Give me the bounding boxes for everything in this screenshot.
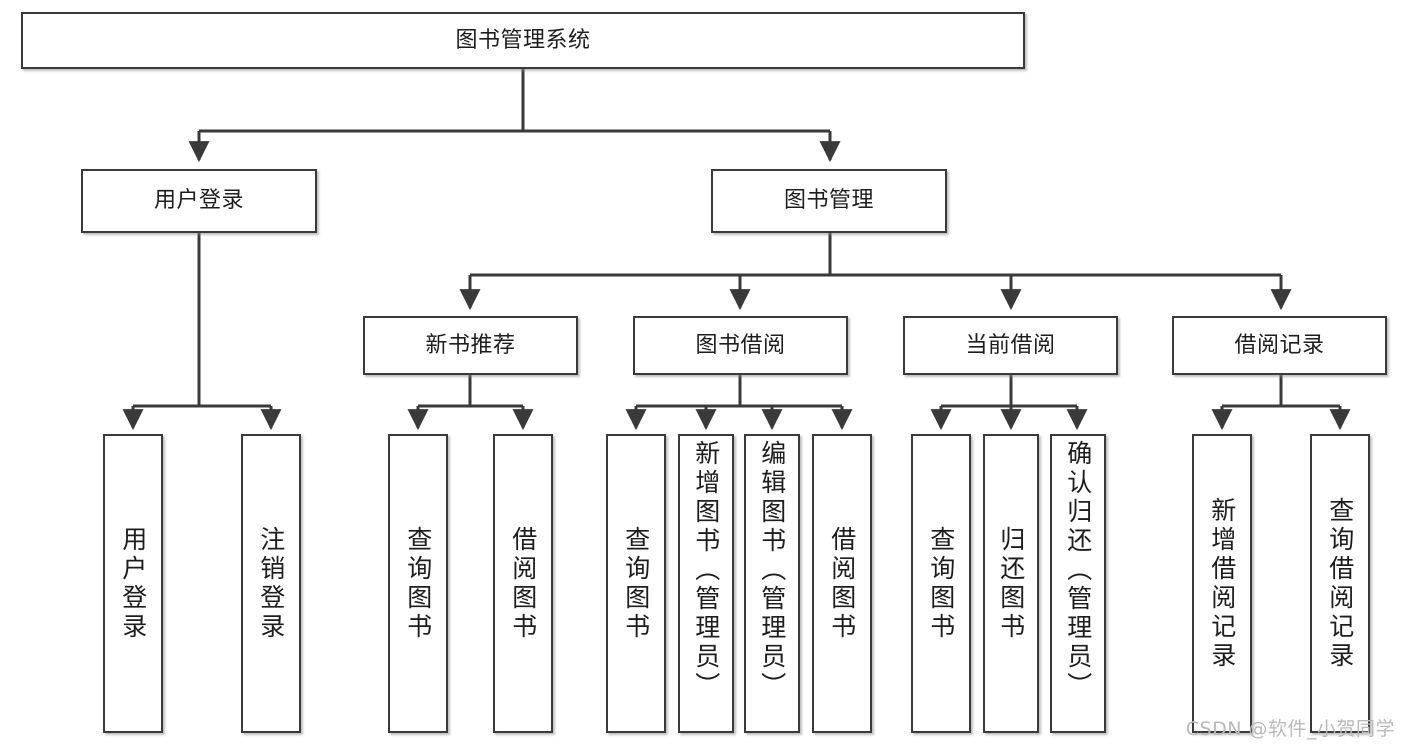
node-root-system[interactable]: 图书管理系统 (21, 12, 1025, 69)
node-label: 当前借阅 (965, 332, 1056, 358)
leaf-record-query-record[interactable]: 查询借阅记录 (1310, 434, 1370, 733)
node-label: 图书管理 (783, 188, 874, 214)
leaf-borrow-borrow-book[interactable]: 借阅图书 (812, 434, 872, 733)
node-label: 查询图书 (403, 525, 433, 642)
node-book-management[interactable]: 图书管理 (711, 169, 947, 233)
leaf-borrow-add-book-admin[interactable]: 新增图书（管理员） (678, 434, 734, 733)
leaf-borrow-query-book[interactable]: 查询图书 (606, 434, 666, 733)
node-label: 新书推荐 (425, 332, 516, 358)
leaf-current-confirm-return-admin[interactable]: 确认归还（管理员） (1050, 434, 1106, 733)
node-label: 查询借阅记录 (1325, 496, 1355, 671)
node-label: 用户登录 (118, 525, 148, 642)
node-label: 图书管理系统 (455, 27, 591, 53)
node-user-login[interactable]: 用户登录 (81, 169, 317, 233)
node-label: 新增借阅记录 (1207, 496, 1237, 671)
leaf-newbook-borrow-book[interactable]: 借阅图书 (493, 434, 553, 733)
watermark-text: CSDN @软件_小贺同学 (1185, 718, 1395, 740)
node-label: 用户登录 (153, 188, 244, 214)
leaf-current-return-book[interactable]: 归还图书 (983, 434, 1039, 733)
node-current-borrow[interactable]: 当前借阅 (903, 316, 1118, 375)
leaf-newbook-query-book[interactable]: 查询图书 (388, 434, 448, 733)
node-label: 编辑图书（管理员） (757, 440, 787, 701)
node-label: 确认归还（管理员） (1063, 440, 1093, 701)
leaf-user-logout-action[interactable]: 注销登录 (241, 434, 301, 733)
node-label: 新增图书（管理员） (691, 440, 721, 701)
node-new-book-recommend[interactable]: 新书推荐 (363, 316, 578, 375)
node-label: 注销登录 (256, 525, 286, 642)
leaf-record-add-record[interactable]: 新增借阅记录 (1192, 434, 1252, 733)
leaf-user-login-action[interactable]: 用户登录 (103, 434, 163, 733)
node-label: 借阅图书 (827, 525, 857, 642)
node-label: 查询图书 (926, 525, 956, 642)
node-label: 查询图书 (621, 525, 651, 642)
node-label: 借阅图书 (508, 525, 538, 642)
node-label: 图书借阅 (695, 332, 786, 358)
node-borrow-record[interactable]: 借阅记录 (1172, 316, 1387, 375)
node-label: 归还图书 (996, 525, 1026, 642)
node-book-borrow[interactable]: 图书借阅 (633, 316, 848, 375)
leaf-current-query-book[interactable]: 查询图书 (911, 434, 971, 733)
node-label: 借阅记录 (1234, 332, 1325, 358)
leaf-borrow-edit-book-admin[interactable]: 编辑图书（管理员） (744, 434, 800, 733)
